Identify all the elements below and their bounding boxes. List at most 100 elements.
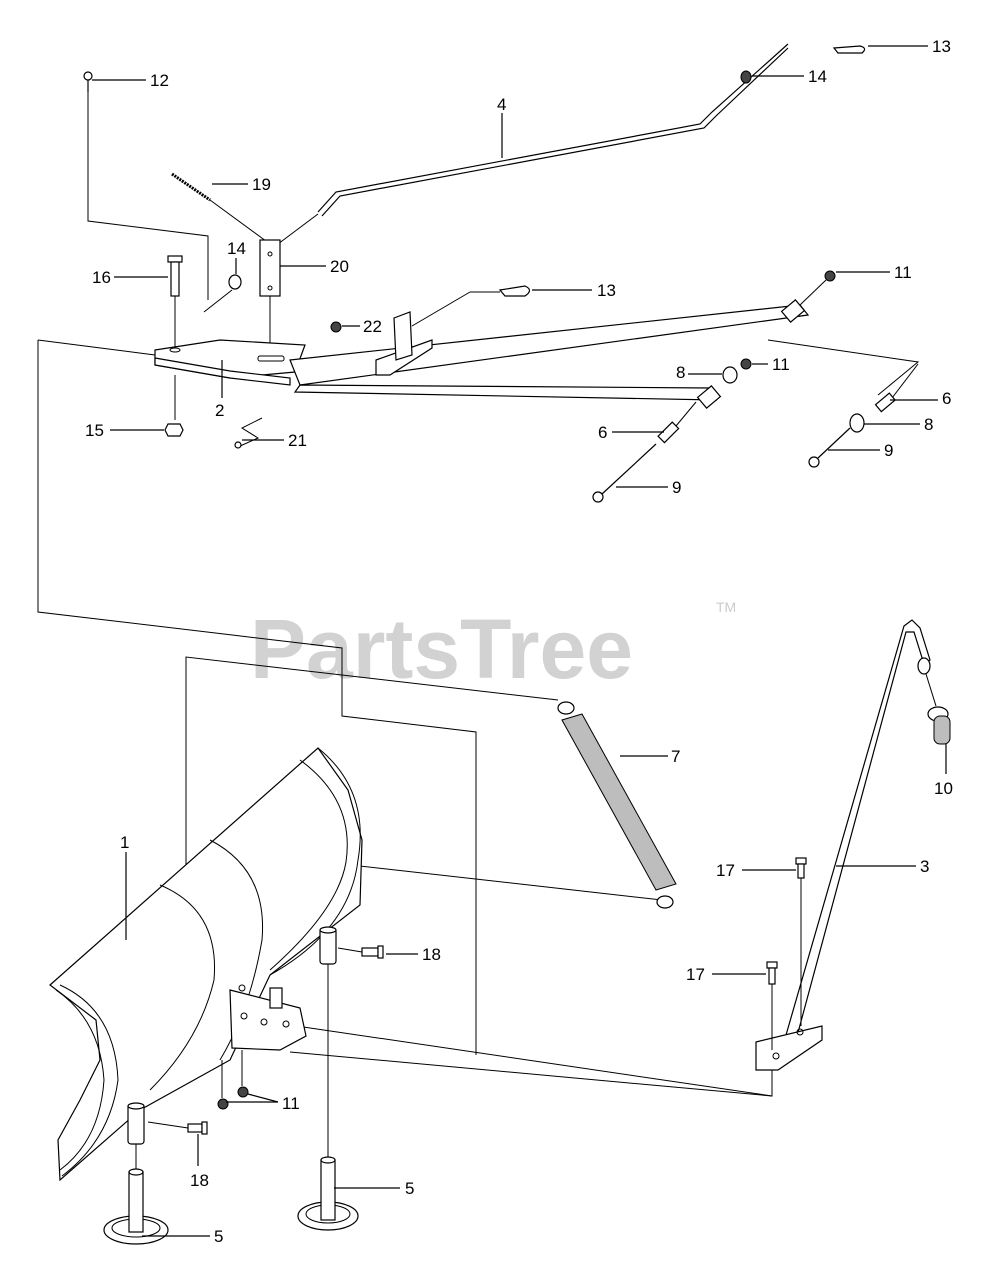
callout-18-lower: 18 bbox=[190, 1171, 209, 1190]
callout-21: 21 bbox=[288, 431, 307, 450]
bracket-tab bbox=[269, 987, 283, 1009]
callout-3: 3 bbox=[920, 857, 929, 876]
handle-rod bbox=[755, 619, 931, 1071]
callout-8-right: 8 bbox=[924, 415, 933, 434]
outline-screw-21 bbox=[237, 417, 263, 448]
blade-body bbox=[49, 747, 363, 1182]
plow-blade bbox=[49, 747, 363, 1182]
callout-labels: 13 14 12 4 19 14 20 16 13 11 22 2 8 11 6… bbox=[85, 37, 953, 1246]
rod-end-bottom bbox=[696, 385, 722, 409]
callout-6-left: 6 bbox=[598, 423, 607, 442]
leader-lines bbox=[92, 45, 947, 1237]
spacer-6-left bbox=[657, 421, 680, 444]
nut-15 bbox=[164, 423, 184, 437]
bolt-17-lower-shank bbox=[768, 967, 776, 985]
watermark-trademark: TM bbox=[716, 599, 736, 615]
threaded-rod-thread bbox=[171, 172, 211, 202]
blade-mount-bracket bbox=[229, 989, 307, 1051]
watermark-brand: PartsTree bbox=[250, 602, 633, 696]
bolt-head bbox=[167, 255, 183, 263]
grip-body bbox=[933, 715, 951, 745]
bolt-18-upper-head bbox=[377, 945, 384, 959]
lift-rod-end bbox=[277, 213, 319, 245]
blade-edge-inner bbox=[55, 989, 105, 1171]
grip-link bbox=[925, 673, 937, 707]
callout-14-top: 14 bbox=[808, 67, 827, 86]
outline-rod-right bbox=[767, 339, 920, 396]
callout-9-left: 9 bbox=[672, 478, 681, 497]
frame-post-pin-line bbox=[411, 291, 471, 327]
pin-assembly-right bbox=[808, 363, 919, 468]
callout-19: 19 bbox=[252, 175, 271, 194]
bracket-hole-a bbox=[240, 1012, 248, 1020]
hairpin-clip-top-shape bbox=[832, 45, 866, 54]
carriage-bolt bbox=[167, 255, 183, 350]
washer-top bbox=[740, 70, 752, 84]
callout-8-left: 8 bbox=[676, 363, 685, 382]
bracket-hole-c bbox=[282, 1020, 290, 1028]
leader-11c-b bbox=[247, 1093, 279, 1103]
watermark: PartsTree TM bbox=[250, 599, 736, 696]
callout-13-top: 13 bbox=[932, 37, 951, 56]
handle-base-hole-2 bbox=[796, 1028, 804, 1036]
spring-coil bbox=[561, 713, 677, 891]
lift-rod-line bbox=[317, 43, 789, 213]
outline-pin-12 bbox=[87, 92, 209, 300]
skid-left-post bbox=[128, 1171, 144, 1233]
frame-hole-1 bbox=[169, 347, 181, 353]
nut-22 bbox=[330, 321, 342, 333]
hand-grip bbox=[925, 673, 951, 745]
bolt-18-upper-shank bbox=[361, 947, 379, 957]
bracket-hole-d bbox=[238, 984, 246, 992]
callout-1: 1 bbox=[120, 833, 129, 852]
skid-shoe-right bbox=[297, 926, 359, 1231]
frame-slot bbox=[257, 355, 285, 362]
pin-right-link bbox=[891, 363, 919, 399]
nut-11-top-line bbox=[799, 279, 827, 306]
bolt-9-right-head bbox=[808, 456, 820, 468]
callout-20: 20 bbox=[330, 257, 349, 276]
blade-curve-2 bbox=[269, 759, 348, 971]
callout-2: 2 bbox=[215, 401, 224, 420]
bolt-17-upper-head bbox=[795, 857, 807, 865]
outline-blade-base bbox=[289, 1051, 773, 1097]
nut-11-b bbox=[740, 358, 752, 370]
screw-21-head bbox=[234, 441, 242, 449]
callout-18-upper: 18 bbox=[422, 945, 441, 964]
rod-end-top bbox=[780, 299, 806, 323]
bolt-17-lower-head bbox=[766, 961, 778, 969]
washer-8-b bbox=[849, 413, 865, 433]
nut-11-c1 bbox=[217, 1098, 229, 1110]
handle-base-plate bbox=[755, 1025, 823, 1071]
bracket-hole-2 bbox=[267, 285, 273, 291]
bolt-18-lower-line bbox=[147, 1121, 189, 1129]
callout-9-right: 9 bbox=[884, 441, 893, 460]
threaded-rod-shaft bbox=[209, 199, 271, 245]
lift-rod bbox=[277, 43, 789, 245]
callout-11-bottom: 11 bbox=[282, 1094, 300, 1113]
callout-5-left: 5 bbox=[214, 1227, 223, 1246]
nut-11-top bbox=[824, 270, 836, 282]
skid-shoe-left bbox=[103, 1102, 169, 1245]
mounting-frame bbox=[154, 291, 810, 420]
skid-right-post bbox=[320, 1159, 336, 1221]
hairpin-clip-top bbox=[832, 45, 866, 54]
callout-11-top: 11 bbox=[894, 263, 912, 282]
callout-13-middle: 13 bbox=[597, 281, 616, 300]
outline-blade-to-spring bbox=[185, 656, 559, 880]
pin-left-link bbox=[675, 401, 697, 427]
hairpin-clip-middle bbox=[498, 285, 531, 297]
lift-rod-line-inner bbox=[321, 47, 789, 217]
frame-arm-upper bbox=[289, 304, 810, 386]
frame-post bbox=[393, 311, 413, 361]
callout-15: 15 bbox=[85, 421, 104, 440]
bolt-17-lower bbox=[766, 961, 778, 1050]
callout-6-right: 6 bbox=[942, 389, 951, 408]
spring-hook-bottom bbox=[656, 895, 674, 909]
bolt-9-left-shaft bbox=[601, 443, 657, 495]
washer-8-a bbox=[722, 366, 738, 384]
bolt-9-left-head bbox=[592, 491, 604, 503]
threaded-rod bbox=[171, 172, 271, 245]
callout-10: 10 bbox=[934, 779, 953, 798]
